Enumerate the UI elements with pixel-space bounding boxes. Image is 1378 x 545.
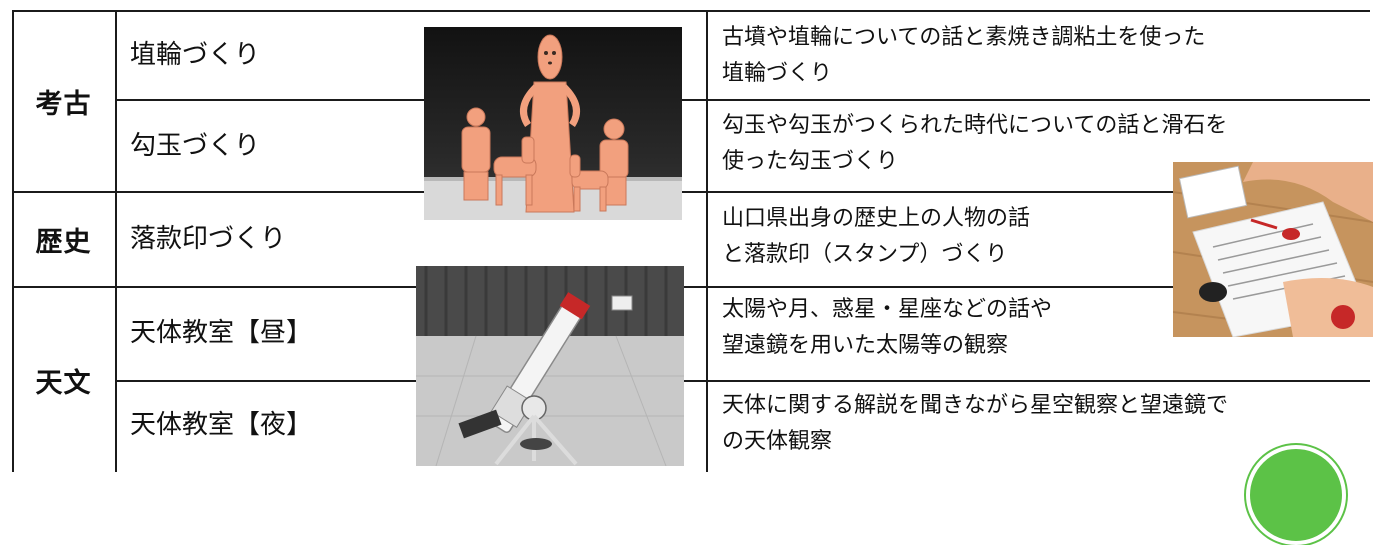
category-history: 歴史 (35, 227, 92, 258)
row-divider-1 (115, 99, 715, 101)
description-astronomy-night: 天体に関する解説を聞きながら星空観察と望遠鏡で の天体観察 (722, 388, 1228, 460)
description-line: 勾玉や勾玉がつくられた時代についての話と滑石を (722, 113, 1228, 138)
green-badge (1246, 445, 1346, 545)
description-line: 太陽や月、惑星・星座などの話や (722, 297, 1053, 322)
description-haniwa: 古墳や埴輪についての話と素焼き調粘土を使った 埴輪づくり (722, 20, 1205, 92)
program-table (12, 10, 1370, 472)
row-divider-4b (706, 380, 1370, 382)
category-astronomy: 天文 (35, 367, 92, 399)
description-line: の天体観察 (722, 429, 833, 454)
program-astronomy-night: 天体教室【夜】 (130, 410, 313, 440)
description-magatama: 勾玉や勾玉がつくられた時代についての話と滑石を 使った勾玉づくり (722, 108, 1227, 180)
description-rakkan: 山口県出身の歴史上の人物の話 と落款印（スタンプ）づくり (722, 201, 1030, 273)
program-magatama: 勾玉づくり (130, 131, 261, 161)
row-divider-4 (115, 380, 715, 382)
program-haniwa: 埴輪づくり (130, 40, 261, 70)
description-line: 古墳や埴輪についての話と素焼き調粘土を使った (722, 25, 1206, 50)
telescope-photo (416, 266, 684, 466)
haniwa-photo (424, 27, 682, 220)
column-divider-description (706, 10, 708, 472)
program-astronomy-day: 天体教室【昼】 (130, 318, 313, 348)
description-line: と落款印（スタンプ）づくり (722, 242, 1008, 267)
program-rakkan: 落款印づくり (130, 224, 287, 254)
table-border-top (12, 10, 1370, 12)
row-divider-1b (706, 99, 1370, 101)
description-line: 山口県出身の歴史上の人物の話 (722, 206, 1031, 231)
description-line: 埴輪づくり (722, 61, 833, 86)
row-divider-3 (12, 286, 1370, 288)
category-archaeology: 考古 (35, 89, 92, 120)
description-line: 天体に関する解説を聞きながら星空観察と望遠鏡で (722, 393, 1229, 418)
column-divider-category (115, 10, 117, 472)
description-astronomy-day: 太陽や月、惑星・星座などの話や 望遠鏡を用いた太陽等の観察 (722, 292, 1052, 364)
description-line: 使った勾玉づくり (722, 149, 899, 174)
description-line: 望遠鏡を用いた太陽等の観察 (722, 333, 1009, 358)
row-divider-2 (12, 191, 1370, 193)
stamp-workshop-photo (1173, 162, 1373, 337)
table-border-left (12, 10, 14, 472)
